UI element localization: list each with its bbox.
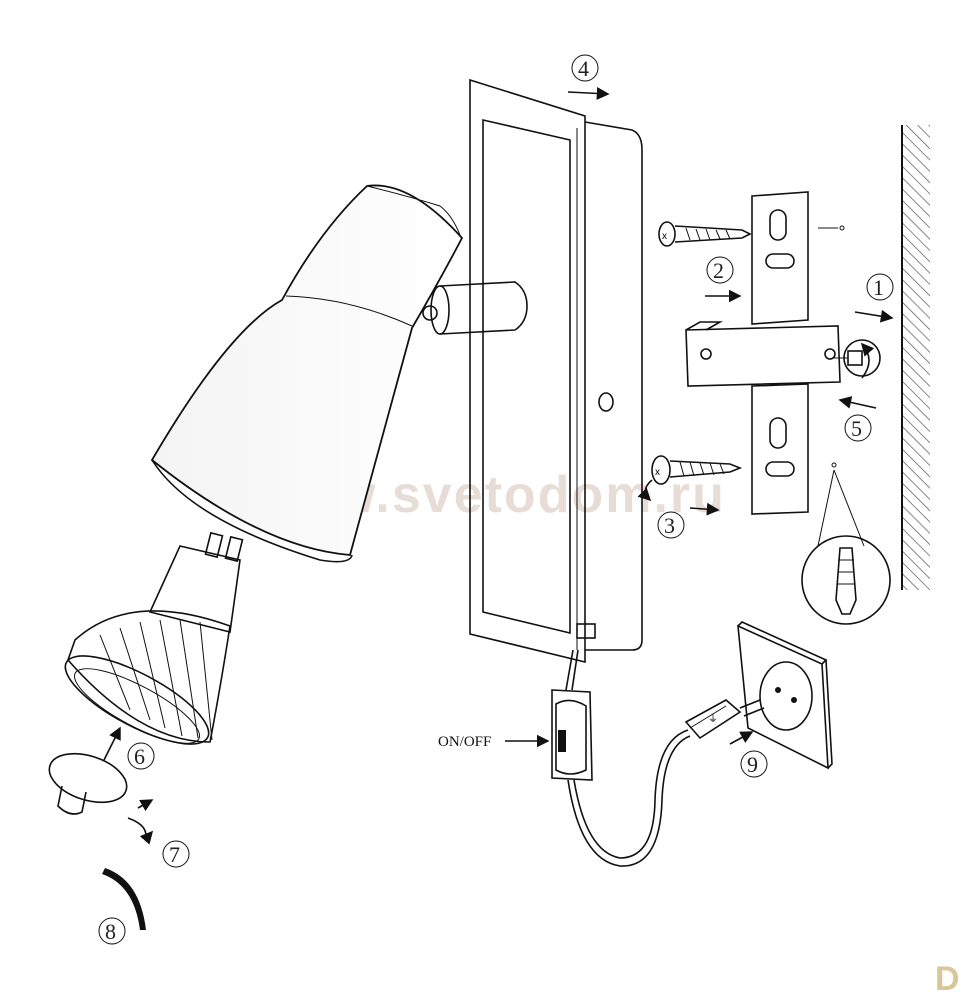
drill-hole-bottom xyxy=(831,462,837,468)
svg-text:D: D xyxy=(935,960,960,998)
wall-plug-detail xyxy=(801,469,891,625)
retaining-ring xyxy=(48,752,128,815)
svg-text:7: 7 xyxy=(169,842,180,867)
svg-text:8: 8 xyxy=(105,919,116,944)
svg-text:1: 1 xyxy=(873,275,884,300)
step-label-3: 3 xyxy=(657,511,685,539)
curved-arrow-step-8 xyxy=(102,868,146,930)
mounting-bracket xyxy=(685,191,881,515)
wall-backplate xyxy=(469,78,643,664)
bracket-screw xyxy=(834,339,881,377)
switch-label: ON/OFF xyxy=(438,734,491,750)
arrow-step-6 xyxy=(103,726,121,761)
wall-screw-top: x xyxy=(658,221,752,247)
arrow-step-5 xyxy=(838,396,877,409)
rotate-arrows-step-7 xyxy=(127,799,154,845)
inline-switch xyxy=(551,689,593,781)
step-label-2: 2 xyxy=(706,256,734,284)
svg-text:x: x xyxy=(662,231,667,242)
power-plug: ⏚ xyxy=(684,699,765,740)
wall-socket xyxy=(737,621,833,770)
corner-logo: D xyxy=(935,960,960,998)
step-label-9: 9 xyxy=(740,750,768,778)
step-label-7: 7 xyxy=(162,840,190,868)
power-cord xyxy=(565,649,691,867)
svg-text:2: 2 xyxy=(713,258,724,283)
svg-text:4: 4 xyxy=(578,56,589,81)
svg-text:5: 5 xyxy=(851,416,862,441)
svg-text:9: 9 xyxy=(747,752,758,777)
step-label-8: 8 xyxy=(98,917,126,945)
svg-text:6: 6 xyxy=(134,744,145,769)
arrow-step-9 xyxy=(729,731,754,745)
lamp-shade xyxy=(150,184,464,563)
step-label-4: 4 xyxy=(571,54,599,82)
svg-text:x: x xyxy=(655,467,660,478)
step-label-5: 5 xyxy=(844,414,872,442)
arrow-step-1 xyxy=(854,309,894,323)
step-label-6: 6 xyxy=(127,742,155,770)
lamp-arm xyxy=(422,281,528,335)
step-label-1: 1 xyxy=(866,273,894,301)
wall xyxy=(901,125,930,590)
svg-text:⏚: ⏚ xyxy=(708,713,718,725)
arrow-step-3 xyxy=(689,502,720,516)
rotate-arrow-step-3 xyxy=(637,479,653,502)
gu10-led-bulb xyxy=(64,531,244,745)
wall-screw-bottom: x xyxy=(651,455,743,485)
svg-text:3: 3 xyxy=(664,513,675,538)
arrow-step-4 xyxy=(567,87,610,100)
